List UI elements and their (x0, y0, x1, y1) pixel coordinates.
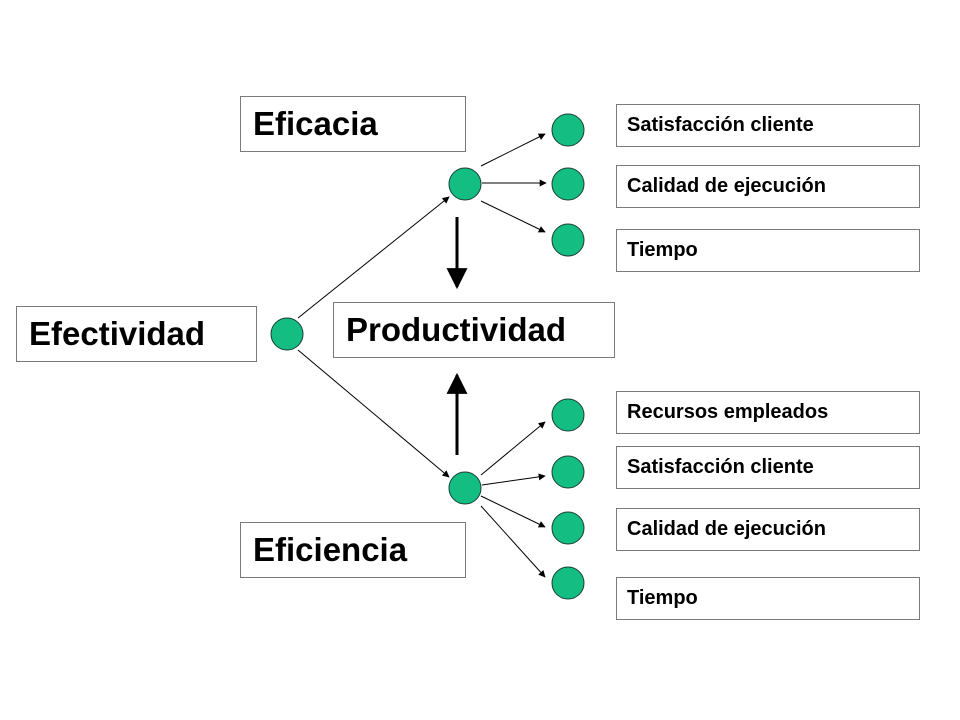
eficiencia-item-label: Satisfacción cliente (627, 456, 814, 478)
edge-eficiencia-to-item (481, 473, 546, 486)
eficiencia-item-label: Tiempo (627, 587, 698, 609)
eficiencia-item-node (551, 566, 585, 600)
eficiencia-item-label: Calidad de ejecución (627, 518, 826, 540)
eficacia-item: Tiempo (616, 229, 920, 272)
edge-eficiencia-to-item (480, 421, 546, 476)
eficiencia-box: Eficiencia (240, 522, 466, 578)
eficiencia-item: Calidad de ejecución (616, 508, 920, 551)
efectividad-label: Efectividad (29, 315, 206, 352)
node-group (270, 113, 585, 600)
eficiencia-item: Tiempo (616, 577, 920, 620)
edge-group (297, 133, 547, 578)
eficacia-label: Eficacia (253, 105, 378, 142)
eficacia-item: Satisfacción cliente (616, 104, 920, 147)
eficiencia-item-node (551, 398, 585, 432)
efectividad-node (270, 317, 304, 351)
eficiencia-label: Eficiencia (253, 531, 408, 568)
eficacia-item-label: Tiempo (627, 239, 698, 261)
edge-efectividad-to-eficacia (297, 196, 450, 319)
eficacia-item-label: Satisfacción cliente (627, 114, 814, 136)
edge-eficiencia-to-item (480, 505, 546, 578)
productividad-label: Productividad (346, 311, 567, 348)
eficiencia-item-label: Recursos empleados (627, 401, 829, 423)
eficiencia-item-node (551, 511, 585, 545)
edge-eficacia-to-item (480, 133, 546, 167)
edge-efectividad-to-eficiencia (297, 349, 450, 478)
eficacia-item-node (551, 167, 585, 201)
efectividad-box: Efectividad (16, 306, 257, 362)
eficacia-hub-node (448, 167, 482, 201)
eficacia-item: Calidad de ejecución (616, 165, 920, 208)
eficiencia-item: Recursos empleados (616, 391, 920, 434)
eficiencia-item: Satisfacción cliente (616, 446, 920, 489)
eficiencia-item-node (551, 455, 585, 489)
eficacia-item-node (551, 113, 585, 147)
edge-eficacia-to-item (480, 200, 546, 233)
edge-eficiencia-to-item (480, 495, 546, 528)
eficiencia-hub-node (448, 471, 482, 505)
productividad-box: Productividad (333, 302, 615, 358)
eficacia-box: Eficacia (240, 96, 466, 152)
eficacia-item-node (551, 223, 585, 257)
eficacia-item-label: Calidad de ejecución (627, 175, 826, 197)
